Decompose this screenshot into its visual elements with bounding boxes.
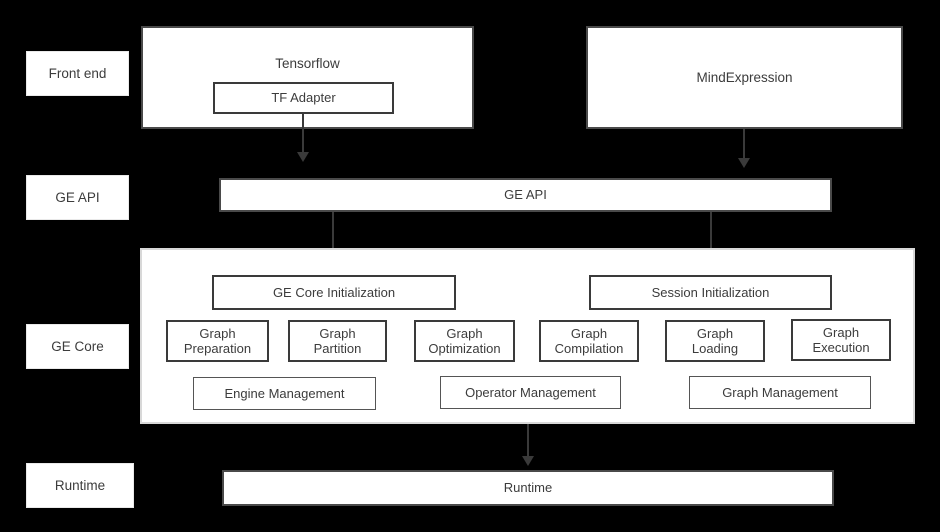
manager-graph-management: Graph Management: [689, 376, 871, 409]
connector-tf-adapter-to-ge-api: [302, 113, 304, 155]
connector-mindexpression-to-ge-api: [743, 129, 745, 161]
stage-label-ge-api: GE API: [26, 175, 129, 220]
module-graph-optimization: Graph Optimization: [414, 320, 515, 362]
module-graph-preparation: Graph Preparation: [166, 320, 269, 362]
mindexpression-frame: MindExpression: [586, 26, 903, 129]
module-graph-compilation: Graph Compilation: [539, 320, 639, 362]
arrowhead-mindexpression-to-ge-api: [738, 158, 750, 168]
connector-ge-api-to-session-init: [710, 212, 712, 272]
module-graph-partition: Graph Partition: [288, 320, 387, 362]
connector-ge-core-to-runtime: [527, 424, 529, 460]
stage-label-ge-core: GE Core: [26, 324, 129, 369]
arrowhead-tf-adapter-to-ge-api: [297, 152, 309, 162]
stage-label-runtime: Runtime: [26, 463, 134, 508]
manager-engine-management: Engine Management: [193, 377, 376, 410]
session-initialization-box: Session Initialization: [589, 275, 832, 310]
module-graph-execution: Graph Execution: [791, 319, 891, 361]
manager-operator-management: Operator Management: [440, 376, 621, 409]
module-graph-loading: Graph Loading: [665, 320, 765, 362]
ge-api-bar: GE API: [219, 178, 832, 212]
tensorflow-label: Tensorflow: [275, 56, 340, 71]
ge-core-initialization-box: GE Core Initialization: [212, 275, 456, 310]
runtime-bar: Runtime: [222, 470, 834, 506]
connector-ge-api-to-core-init: [332, 212, 334, 272]
tf-adapter-box: TF Adapter: [213, 82, 394, 114]
arrowhead-ge-core-to-runtime: [522, 456, 534, 466]
stage-label-front-end: Front end: [26, 51, 129, 96]
